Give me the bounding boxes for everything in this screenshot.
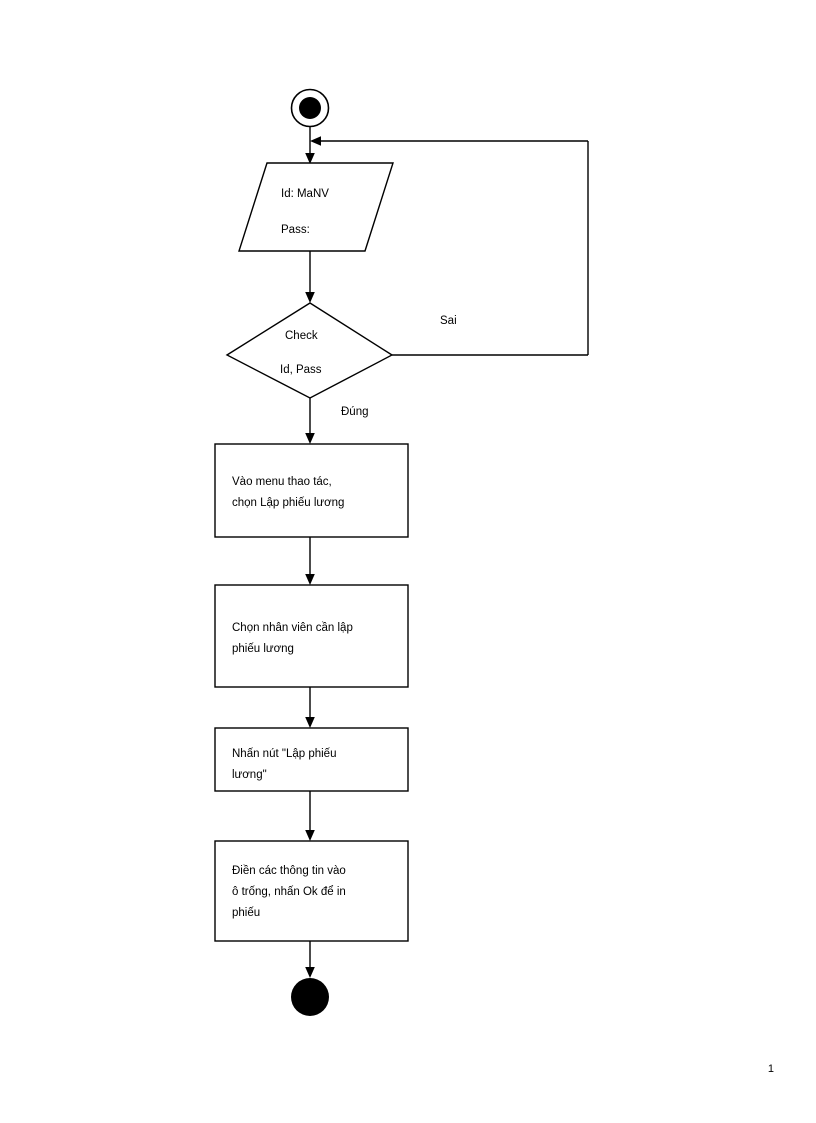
step-select-line-1: Chọn nhân viên cần lập [232, 622, 353, 634]
edge-step-press-to-step-fill [305, 791, 315, 841]
step-press-line-2: lương" [232, 769, 267, 781]
step-select-employee-box[interactable] [214, 584, 409, 688]
start-node [290, 88, 330, 128]
edge-step-menu-to-step-select [305, 537, 315, 585]
edge-step-fill-to-end [305, 941, 315, 978]
edge-start-to-input [305, 126, 315, 164]
edge-label-dung: Đúng [341, 406, 369, 418]
step-select-line-2: phiếu lương [232, 643, 294, 655]
step-fill-info-box[interactable] [214, 840, 409, 942]
input-line-2: Pass: [281, 224, 310, 236]
end-node [291, 978, 329, 1016]
edge-step-select-to-step-press [305, 687, 315, 728]
step-press-line-1: Nhấn nút "Lập phiếu [232, 748, 336, 760]
node-step-select-employee[interactable]: Chọn nhân viên cần lập phiếu lương [214, 584, 409, 688]
step-menu-line-2: chọn Lập phiếu lương [232, 497, 344, 509]
end-node-dot [291, 978, 329, 1016]
arrow-head-down-into-step-fill [305, 830, 315, 841]
step-menu-line-1: Vào menu thao tác, [232, 476, 332, 488]
node-step-menu[interactable]: Vào menu thao tác, chọn Lập phiếu lương [214, 443, 409, 538]
arrow-head-down-into-decision [305, 292, 315, 303]
decision-line-1: Check [285, 330, 318, 342]
edge-label-sai: Sai [440, 315, 457, 327]
node-check-decision[interactable]: Check Id, Pass [225, 302, 394, 399]
edge-decision-to-step-menu [305, 398, 315, 444]
step-press-button-box[interactable] [214, 727, 409, 792]
decision-diamond-shape[interactable] [225, 302, 394, 399]
arrow-head-down-into-step-select [305, 574, 315, 585]
step-fill-line-3: phiếu [232, 907, 260, 919]
step-fill-line-2: ô trống, nhấn Ok để in [232, 886, 346, 898]
step-menu-box[interactable] [214, 443, 409, 538]
edge-loop-back-sai [310, 136, 589, 356]
node-step-fill-info[interactable]: Điền các thông tin vào ô trống, nhấn Ok … [214, 840, 409, 942]
page-number: 1 [767, 1063, 774, 1075]
node-step-press-button[interactable]: Nhấn nút "Lập phiếu lương" [214, 727, 409, 792]
edge-input-to-decision [305, 251, 315, 303]
arrow-head-down-into-step-press [305, 717, 315, 728]
decision-line-2: Id, Pass [280, 364, 322, 376]
node-input-credentials[interactable]: Id: MaNV Pass: [238, 162, 394, 252]
arrow-head-left-loopback [310, 136, 321, 146]
input-parallelogram-shape[interactable] [238, 162, 394, 252]
start-node-dot [299, 97, 321, 119]
input-line-1: Id: MaNV [281, 188, 329, 200]
arrow-head-down-into-input [305, 153, 315, 164]
step-fill-line-1: Điền các thông tin vào [232, 865, 346, 877]
arrow-head-down-into-step-menu [305, 433, 315, 444]
arrow-head-down-into-end [305, 967, 315, 978]
